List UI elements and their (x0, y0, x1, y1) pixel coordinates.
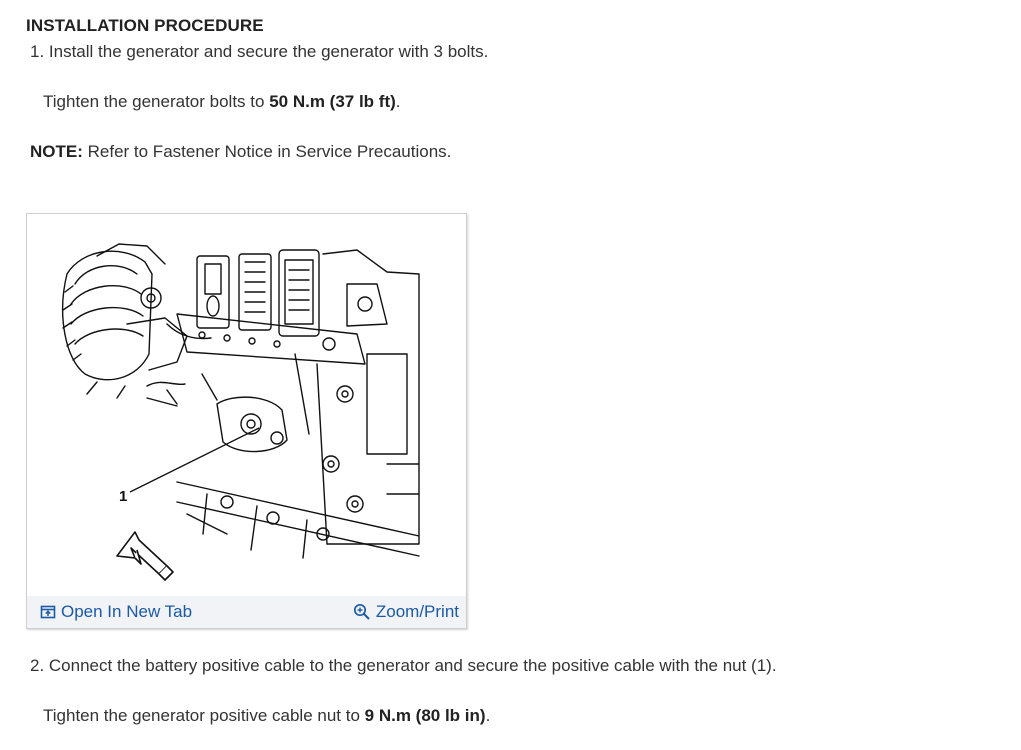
torque-spec-value: 50 N.m (37 lb ft) (269, 92, 396, 111)
note: NOTE: Refer to Fastener Notice in Servic… (30, 142, 451, 162)
open-in-new-tab-icon (40, 605, 56, 619)
zoom-print-link[interactable]: Zoom/Print (353, 602, 459, 622)
figure-container: 1 Open In New Tab Zoom/Print (26, 213, 467, 629)
open-in-new-tab-link[interactable]: Open In New Tab (40, 602, 192, 622)
torque-spec-prefix: Tighten the generator bolts to (43, 92, 270, 111)
note-label: NOTE: (30, 142, 83, 161)
front-direction-arrow (116, 531, 174, 581)
open-in-new-tab-label: Open In New Tab (61, 602, 193, 621)
step-1-text: 1. Install the generator and secure the … (30, 42, 489, 61)
step-2-text: 2. Connect the battery positive cable to… (30, 656, 777, 675)
section-title: INSTALLATION PROCEDURE (26, 16, 264, 35)
step-1-torque-spec: Tighten the generator bolts to 50 N.m (3… (43, 92, 401, 112)
torque-spec-prefix: Tighten the generator positive cable nut… (43, 706, 365, 725)
note-text: Refer to Fastener Notice in Service Prec… (82, 142, 452, 161)
callout-label: 1 (119, 488, 127, 505)
magnifier-plus-icon (353, 603, 370, 620)
step-2-torque-spec: Tighten the generator positive cable nut… (43, 706, 490, 726)
torque-spec-suffix: . (395, 92, 401, 111)
zoom-print-label: Zoom/Print (375, 602, 459, 621)
torque-spec-suffix: . (485, 706, 491, 725)
figure-toolbar: Open In New Tab Zoom/Print (27, 596, 466, 628)
torque-spec-value: 9 N.m (80 lb in) (364, 706, 486, 725)
generator-illustration: 1 (62, 243, 420, 581)
